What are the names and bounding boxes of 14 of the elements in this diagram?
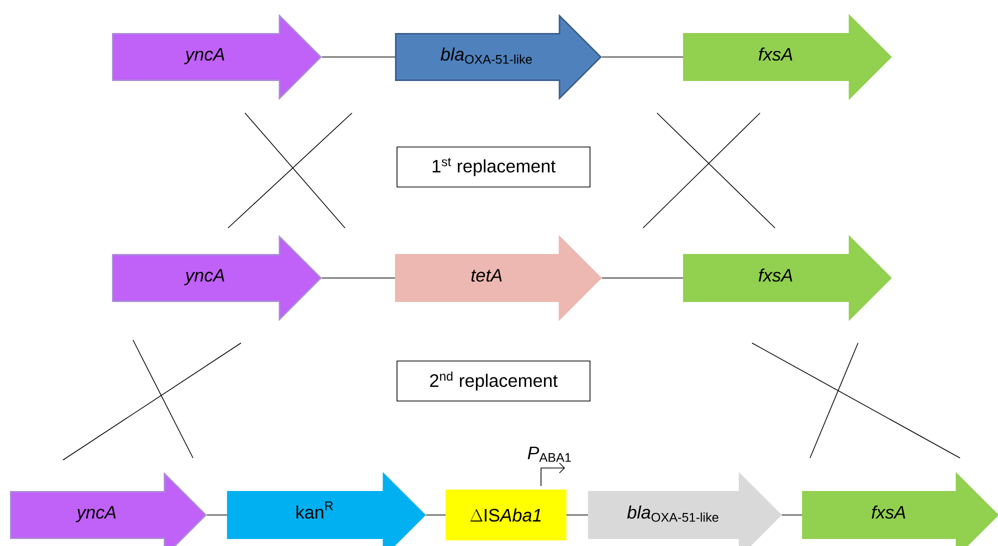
gene-block: $\text{kan}^{\text{R}}$ xyxy=(227,472,426,546)
gene-block: fxsA xyxy=(802,472,998,546)
step-box: 1$^{st}$ replacement xyxy=(396,146,590,188)
promoter-label: $\textit{P}_{\text{ABA1}}$ xyxy=(528,446,571,462)
connector-line xyxy=(781,514,802,516)
element-box: $\Delta\text{IS}\textit{Aba1}$ xyxy=(446,490,566,540)
connector-line xyxy=(425,514,446,516)
connector-line xyxy=(601,56,684,58)
connector-line xyxy=(321,56,396,58)
step-box: 2$^{nd}$ replacement xyxy=(396,360,590,402)
gene-block: yncA xyxy=(10,472,207,546)
connector-line xyxy=(206,514,228,516)
gene-block: $\textit{bla}_{\text{OXA-51-like}}$ xyxy=(588,472,782,546)
connector-line xyxy=(566,514,588,516)
